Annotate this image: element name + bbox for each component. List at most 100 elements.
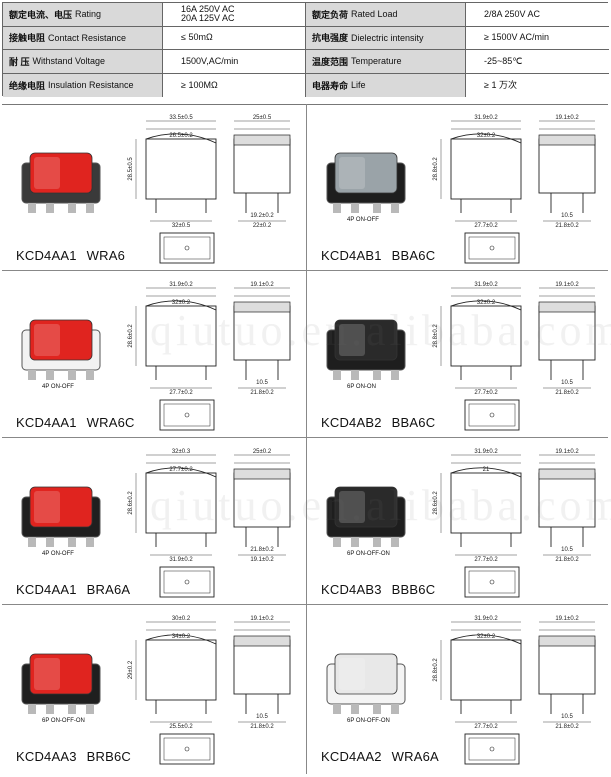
dimension-drawing: 31.9±0.227.7±0.219.1±0.221.8±0.210.528.6… xyxy=(433,449,596,598)
product-panel: 32±0.3 31.9±0.2 25±0.2 19.1±0.2 21.8±0.2 28.6… xyxy=(2,439,305,605)
dimension-base: 27.7±0.2 xyxy=(474,557,498,563)
spec-value-line: 20A 125V AC xyxy=(181,13,235,24)
circuit-type: 4P ON-OFF xyxy=(347,217,379,223)
dimension-height: 28.8±0.2 xyxy=(433,157,439,181)
dimension-inner: 26.5±0.2 xyxy=(169,133,193,139)
switch-photo xyxy=(21,653,101,714)
dimension-width: 31.9±0.2 xyxy=(474,449,498,455)
dimension-inner: 34±0.2 xyxy=(172,634,191,640)
row-divider xyxy=(2,270,608,271)
dimension-base: 27.7±0.2 xyxy=(169,390,193,396)
dimension-drawing: 30±0.225.5±0.219.1±0.221.8±0.210.529±0.2… xyxy=(128,616,291,765)
dimension-side-width: 19.1±0.2 xyxy=(555,115,579,121)
dimension-side-base: 21.8±0.2 xyxy=(555,223,579,229)
circuit-type: 6P ON-OFF-ON xyxy=(347,718,390,724)
product-model: BBA6C xyxy=(391,415,436,430)
dimension-width: 31.9±0.2 xyxy=(474,115,498,121)
switch-photo xyxy=(326,152,406,213)
product-code: KCD4AB1 xyxy=(321,248,382,263)
dimension-side-base: 21.8±0.2 xyxy=(250,390,274,396)
spec-value: -25~85℃ xyxy=(466,50,609,74)
dimension-height: 28.5±0.5 xyxy=(128,157,134,181)
spec-label-en: Insulation Resistance xyxy=(48,80,134,91)
circuit-type: 4P ON-OFF xyxy=(42,384,74,390)
dimension-side-width: 19.1±0.2 xyxy=(555,282,579,288)
product-model: BBB6C xyxy=(391,582,436,597)
spec-label-zh: 额定负荷 xyxy=(312,9,349,20)
dimension-width: 31.9±0.2 xyxy=(169,282,193,288)
dimension-drawing: 31.9±0.227.7±0.219.1±0.221.8±0.210.528.8… xyxy=(433,616,596,765)
spec-label-zh: 接触电阻 xyxy=(9,33,46,44)
spec-label-zh: 耐 压 xyxy=(9,56,30,67)
spec-value: ≤ 50mΩ xyxy=(163,26,306,50)
product-model: BRB6C xyxy=(86,749,132,764)
spec-label-en: Temperature xyxy=(351,56,402,67)
product-title: KCD4AA3 BRB6C xyxy=(16,749,141,764)
product-model: WRA6C xyxy=(86,415,135,430)
product-model: BBA6C xyxy=(391,248,436,263)
dimension-base: 27.7±0.2 xyxy=(474,724,498,730)
product-code: KCD4AA1 xyxy=(16,415,77,430)
product-code: KCD4AA3 xyxy=(16,749,77,764)
dimension-height: 28.6±0.2 xyxy=(128,324,134,348)
watermark: qiutuo.en.alibaba.com xyxy=(150,306,611,355)
spec-value: ≥ 1500V AC/min xyxy=(466,26,609,50)
dimension-side-width: 19.1±0.2 xyxy=(555,449,579,455)
product-code: KCD4AB2 xyxy=(321,415,382,430)
switch-photo xyxy=(21,486,101,547)
spec-label-en: Contact Resistance xyxy=(48,32,127,43)
dimension-width: 32±0.3 xyxy=(172,449,191,455)
dimension-side-pitch: 10.5 xyxy=(256,380,268,386)
dimension-base: 27.7±0.2 xyxy=(474,390,498,396)
spec-value: 1500V,AC/min xyxy=(163,50,306,74)
spec-label-en: Rating xyxy=(75,9,102,20)
dimension-base: 27.7±0.2 xyxy=(474,223,498,229)
circuit-type: 6P ON-OFF-ON xyxy=(42,718,85,724)
dimension-side-pitch: 10.5 xyxy=(561,213,573,219)
dimension-side-pitch: 21.8±0.2 xyxy=(250,547,274,553)
spec-label-zh: 温度范围 xyxy=(312,56,349,67)
dimension-height: 28.6±0.2 xyxy=(128,491,134,515)
dimension-inner: 27.7±0.2 xyxy=(169,467,193,473)
dimension-side-base: 19.1±0.2 xyxy=(250,557,274,563)
dimension-drawing: 31.9±0.227.7±0.219.1±0.221.8±0.210.528.8… xyxy=(433,282,596,431)
dimension-side-base: 21.8±0.2 xyxy=(250,724,274,730)
row-divider xyxy=(2,437,608,438)
dimension-side-width: 19.1±0.2 xyxy=(250,616,274,622)
circuit-type: 4P ON-OFF xyxy=(42,551,74,557)
dimension-inner: 32±0.2 xyxy=(477,300,496,306)
product-title: KCD4AA1 WRA6C xyxy=(16,415,145,430)
dimension-drawing: 33.5±0.532±0.525±0.522±0.219.2±0.228.5±0… xyxy=(128,115,291,264)
dimension-side-base: 22±0.2 xyxy=(253,223,272,229)
product-grid xyxy=(2,104,608,774)
product-title: KCD4AB2 BBA6C xyxy=(321,415,445,430)
dimension-base: 31.9±0.2 xyxy=(169,557,193,563)
switch-photo xyxy=(326,653,406,714)
product-model: WRA6 xyxy=(86,248,126,263)
dimension-inner: 32±0.2 xyxy=(172,300,191,306)
dimension-base: 32±0.5 xyxy=(172,223,191,229)
dimension-inner: 32±0.2 xyxy=(477,133,496,139)
dimension-side-width: 25±0.2 xyxy=(253,449,272,455)
circuit-type: 6P ON-ON xyxy=(347,384,376,390)
watermark: qiutuo.en.alibaba.com xyxy=(150,481,611,530)
spec-value: 2/8A 250V AC xyxy=(466,3,609,27)
column-divider xyxy=(306,104,307,774)
dimension-side-pitch: 10.5 xyxy=(561,714,573,720)
dimension-side-base: 21.8±0.2 xyxy=(555,724,579,730)
product-model: WRA6A xyxy=(391,749,439,764)
